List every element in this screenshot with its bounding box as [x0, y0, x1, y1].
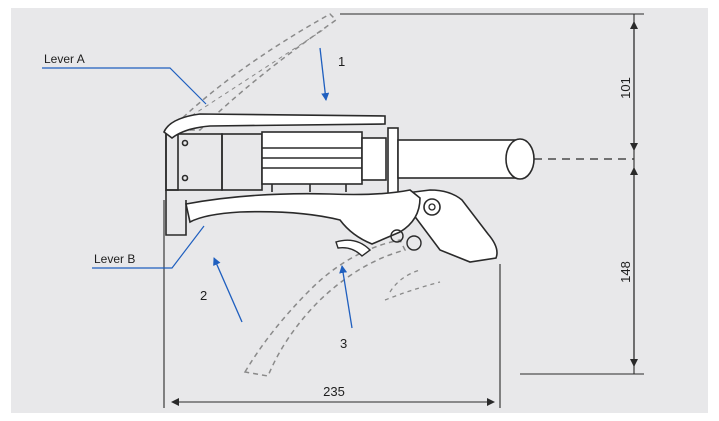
lever-b: [185, 189, 421, 245]
lever-a-leader: [42, 67, 207, 105]
lever-b-leader: [92, 225, 205, 269]
lever-a-label: Lever A: [44, 52, 85, 66]
lever-b-label: Lever B: [94, 252, 135, 266]
step-1-label: 1: [338, 54, 345, 69]
pivot-bolt: [423, 198, 441, 216]
dimension-101: 101: [618, 77, 633, 99]
lever-b-open-small: [384, 269, 441, 301]
handle-body: [396, 189, 498, 263]
step-2-label: 2: [200, 288, 207, 303]
lever-a: [163, 113, 386, 140]
step-2-arrow: [213, 257, 243, 323]
vertical-dimension: [340, 13, 644, 375]
step-3-arrow: [339, 265, 353, 329]
step-1-arrow: [319, 47, 330, 101]
barrel: [261, 127, 535, 195]
lever-b-open-outline: [243, 239, 407, 377]
tool-head: [165, 133, 263, 236]
lever-a-open-outline: [168, 13, 338, 131]
lever-b-hole-1: [390, 229, 404, 243]
trigger-hook: [335, 239, 372, 257]
horizontal-dimension: [163, 200, 501, 408]
dimension-148: 148: [618, 261, 633, 283]
pivot-bolt-inner: [428, 203, 436, 211]
dimension-235: 235: [323, 384, 345, 399]
step-3-label: 3: [340, 336, 347, 351]
lever-b-hole-2: [406, 235, 422, 251]
